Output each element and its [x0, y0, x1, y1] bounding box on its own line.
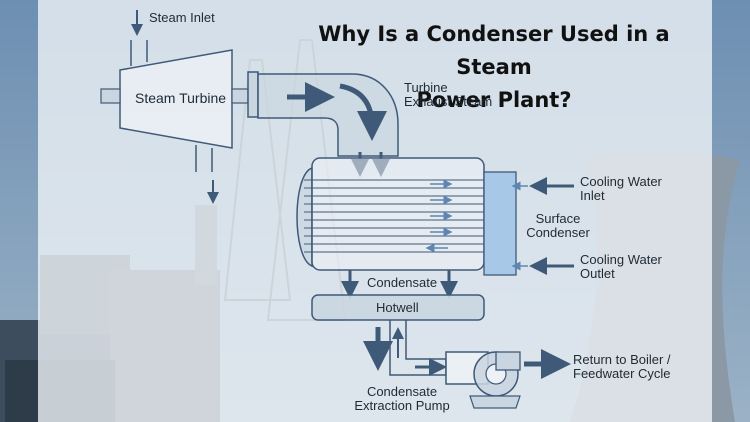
label-hotwell: Hotwell [376, 300, 419, 315]
label-steam-inlet: Steam Inlet [149, 10, 215, 25]
label-surface-condenser-line-2: Condenser [526, 225, 590, 240]
label-cooling-water-inlet-line-1: Cooling Water [580, 174, 662, 189]
label-cooling-water-outlet: Cooling Water Outlet [580, 253, 662, 281]
label-cooling-water-inlet-line-2: Inlet [580, 188, 605, 203]
title-line-1: Why Is a Condenser Used in a Steam [318, 22, 670, 79]
label-cooling-water-inlet: Cooling Water Inlet [580, 175, 662, 203]
label-turbine-exhaust-line-2: Exhaust Steam [404, 94, 493, 109]
exhaust-duct [257, 73, 399, 157]
label-surface-condenser: Surface Condenser [520, 212, 596, 240]
steam-turbine [100, 49, 259, 172]
condensate-extraction-pump [445, 351, 521, 409]
label-pump-line-1: Condensate [366, 384, 438, 399]
tube-flow-arrows [425, 179, 453, 253]
label-cooling-water-outlet-line-1: Cooling Water [580, 252, 662, 267]
label-return-to-boiler: Return to Boiler / Feedwater Cycle [573, 353, 671, 381]
label-condensate: Condensate [367, 275, 438, 290]
condenser-shell [296, 157, 517, 299]
label-turbine-exhaust-line-1: Turbine [404, 80, 448, 95]
label-steam-turbine: Steam Turbine [135, 90, 227, 106]
label-turbine-exhaust: Turbine Exhaust Steam [404, 81, 492, 109]
turbine-inlet-pipe [130, 40, 148, 66]
label-pump-line-2: Extraction Pump [354, 398, 450, 413]
label-condensate-extraction-pump: Condensate Extraction Pump [350, 385, 454, 413]
condenser-tubes [304, 179, 484, 253]
page-title: Why Is a Condenser Used in a Steam Power… [282, 18, 706, 117]
label-return-to-boiler-line-1: Return to Boiler / [573, 352, 671, 367]
label-return-to-boiler-line-2: Feedwater Cycle [573, 366, 671, 381]
title-line-2: Power Plant? [416, 88, 572, 112]
hotwell [311, 294, 485, 321]
hotwell-to-pump-pipe [363, 320, 447, 376]
label-surface-condenser-line-1: Surface [535, 211, 581, 226]
label-cooling-water-outlet-line-2: Outlet [580, 266, 615, 281]
